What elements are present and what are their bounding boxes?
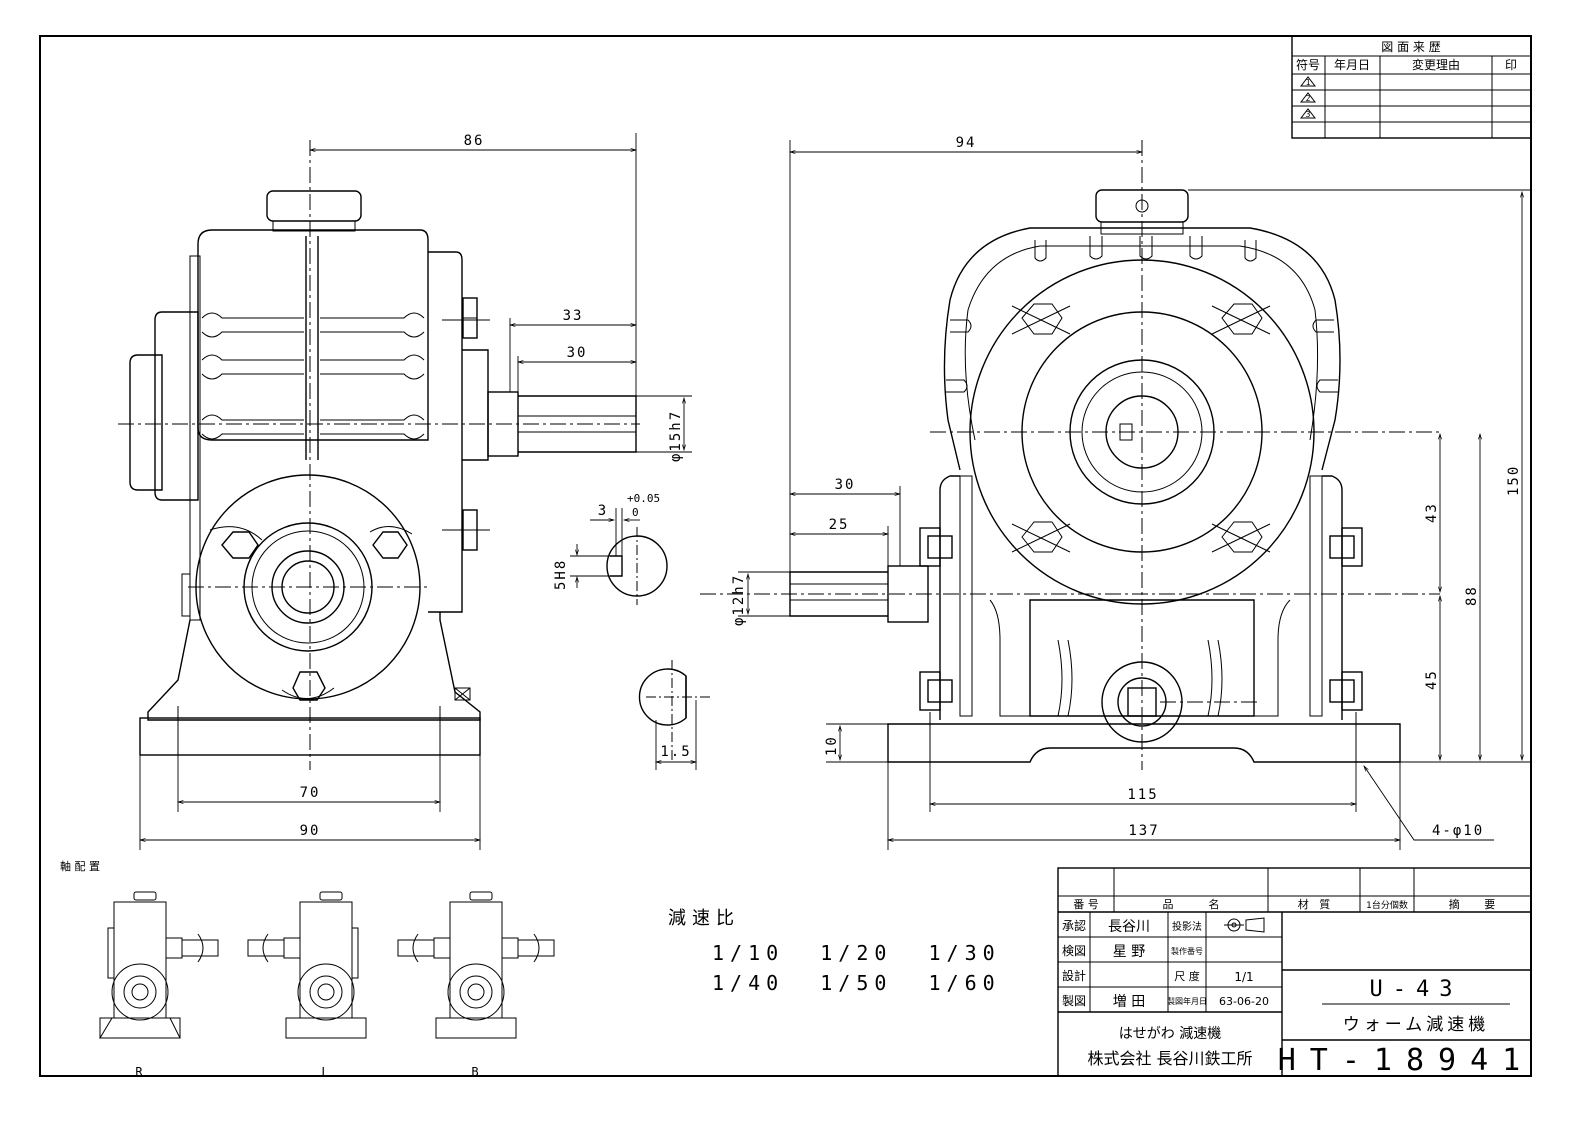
svg-text:2: 2 xyxy=(1306,94,1311,103)
rev-symbol-2: 2 xyxy=(1299,92,1317,103)
dim-front-dia-12: φ12h7 xyxy=(731,574,747,626)
tb-product-name: ウォーム減速機 xyxy=(1343,1015,1490,1035)
dim-holes-4-10: 4-φ10 xyxy=(1432,823,1484,839)
shaft-label-l: L xyxy=(321,1065,330,1079)
dim-front-115: 115 xyxy=(1127,787,1158,803)
shaft-arrangement-r xyxy=(99,891,219,1039)
side-view: 86 33 30 φ15h7 70 90 xyxy=(118,133,692,850)
tb-header-material: 材 質 xyxy=(1298,897,1331,911)
tb-designed-label: 設計 xyxy=(1062,968,1086,983)
reduction-ratio-row-2: 1/40 1/50 1/60 xyxy=(712,971,1001,995)
reduction-ratio-row-1: 1/10 1/20 1/30 xyxy=(712,941,1001,965)
tb-approved-name: 長谷川 xyxy=(1108,919,1150,935)
svg-text:1: 1 xyxy=(1306,78,1311,87)
drawing-border xyxy=(39,35,1532,1077)
flat-detail: 1.5 xyxy=(638,660,710,770)
dim-side-70: 70 xyxy=(300,785,321,801)
dim-side-90: 90 xyxy=(300,823,321,839)
tb-header-qty: 1台分個数 xyxy=(1366,899,1408,911)
tb-approved-label: 承認 xyxy=(1062,918,1086,933)
tb-header-number: 番 号 xyxy=(1073,898,1099,911)
tb-drawing-number: HT-18941 xyxy=(1278,1043,1535,1078)
tb-model: U-43 xyxy=(1370,977,1463,1002)
shaft-arrangement-b xyxy=(397,891,555,1039)
rev-symbol-1: 1 xyxy=(1299,76,1317,87)
tb-company: 株式会社 長谷川鉄工所 xyxy=(1087,1049,1252,1068)
dim-front-94: 94 xyxy=(956,135,977,151)
revision-table: 図 面 来 歴 符号 年月日 変更理由 印 1 2 3 xyxy=(1291,35,1532,139)
revision-table-title: 図 面 来 歴 xyxy=(1381,40,1440,54)
tb-date-label: 製図年月日 xyxy=(1167,996,1207,1006)
dim-front-10: 10 xyxy=(824,735,840,756)
dim-front-88: 88 xyxy=(1464,585,1480,606)
dim-side-33: 33 xyxy=(563,308,584,324)
shaft-arrangement-title: 軸 配 置 xyxy=(60,859,100,873)
shaft-arrangement-l xyxy=(247,891,367,1039)
key-tol-lower: 0 xyxy=(632,506,639,519)
tb-scale-value: 1/1 xyxy=(1234,970,1253,984)
key-depth-5h8: 5H8 xyxy=(553,559,569,590)
reduction-ratio-title: 減速比 xyxy=(668,908,740,929)
rev-header-stamp: 印 xyxy=(1505,58,1517,72)
tb-product-no-label: 製作番号 xyxy=(1171,946,1203,956)
tb-drawn-label: 製図 xyxy=(1062,994,1086,1008)
tb-drawn-name: 増 田 xyxy=(1113,994,1145,1010)
tb-brand: はせがわ 減速機 xyxy=(1119,1025,1221,1042)
front-view: 94 30 25 φ12h7 150 88 43 45 10 115 137 4… xyxy=(700,135,1530,850)
dim-front-25: 25 xyxy=(829,517,850,533)
rev-symbol-3: 3 xyxy=(1299,108,1317,119)
key-width-3: 3 xyxy=(598,503,608,519)
rev-header-date: 年月日 xyxy=(1334,58,1370,72)
dim-side-dia-15: φ15h7 xyxy=(668,410,684,462)
dim-front-137: 137 xyxy=(1128,823,1159,839)
projection-symbol-icon xyxy=(1224,917,1265,933)
flat-depth-1-5: 1.5 xyxy=(660,744,691,760)
dim-side-30: 30 xyxy=(567,345,588,361)
shaft-label-r: R xyxy=(135,1065,144,1079)
shaft-label-b: B xyxy=(471,1065,480,1079)
tb-scale-label: 尺 度 xyxy=(1174,969,1200,983)
dim-front-30: 30 xyxy=(835,477,856,493)
rev-header-reason: 変更理由 xyxy=(1412,57,1460,72)
tb-checked-name: 星 野 xyxy=(1113,944,1145,960)
tb-date-value: 63-06-20 xyxy=(1219,995,1269,1008)
tb-header-remarks: 摘 要 xyxy=(1449,897,1495,911)
tb-projection-label: 投影法 xyxy=(1172,920,1202,933)
tb-checked-label: 検図 xyxy=(1062,944,1086,958)
keyway-detail: 3 +0.05 0 5H8 xyxy=(553,492,668,605)
dim-front-43: 43 xyxy=(1424,502,1440,523)
title-block: 番 号 品 名 材 質 1台分個数 摘 要 承認 長谷川 検図 星 野 設計 製… xyxy=(1057,867,1535,1078)
rev-header-symbol: 符号 xyxy=(1296,57,1320,72)
svg-text:3: 3 xyxy=(1306,110,1311,119)
key-tol-upper: +0.05 xyxy=(627,492,660,505)
tb-header-part-name: 品 名 xyxy=(1163,897,1220,911)
dim-front-150: 150 xyxy=(1506,465,1522,496)
dim-side-86: 86 xyxy=(464,133,485,149)
dim-front-45: 45 xyxy=(1424,669,1440,690)
